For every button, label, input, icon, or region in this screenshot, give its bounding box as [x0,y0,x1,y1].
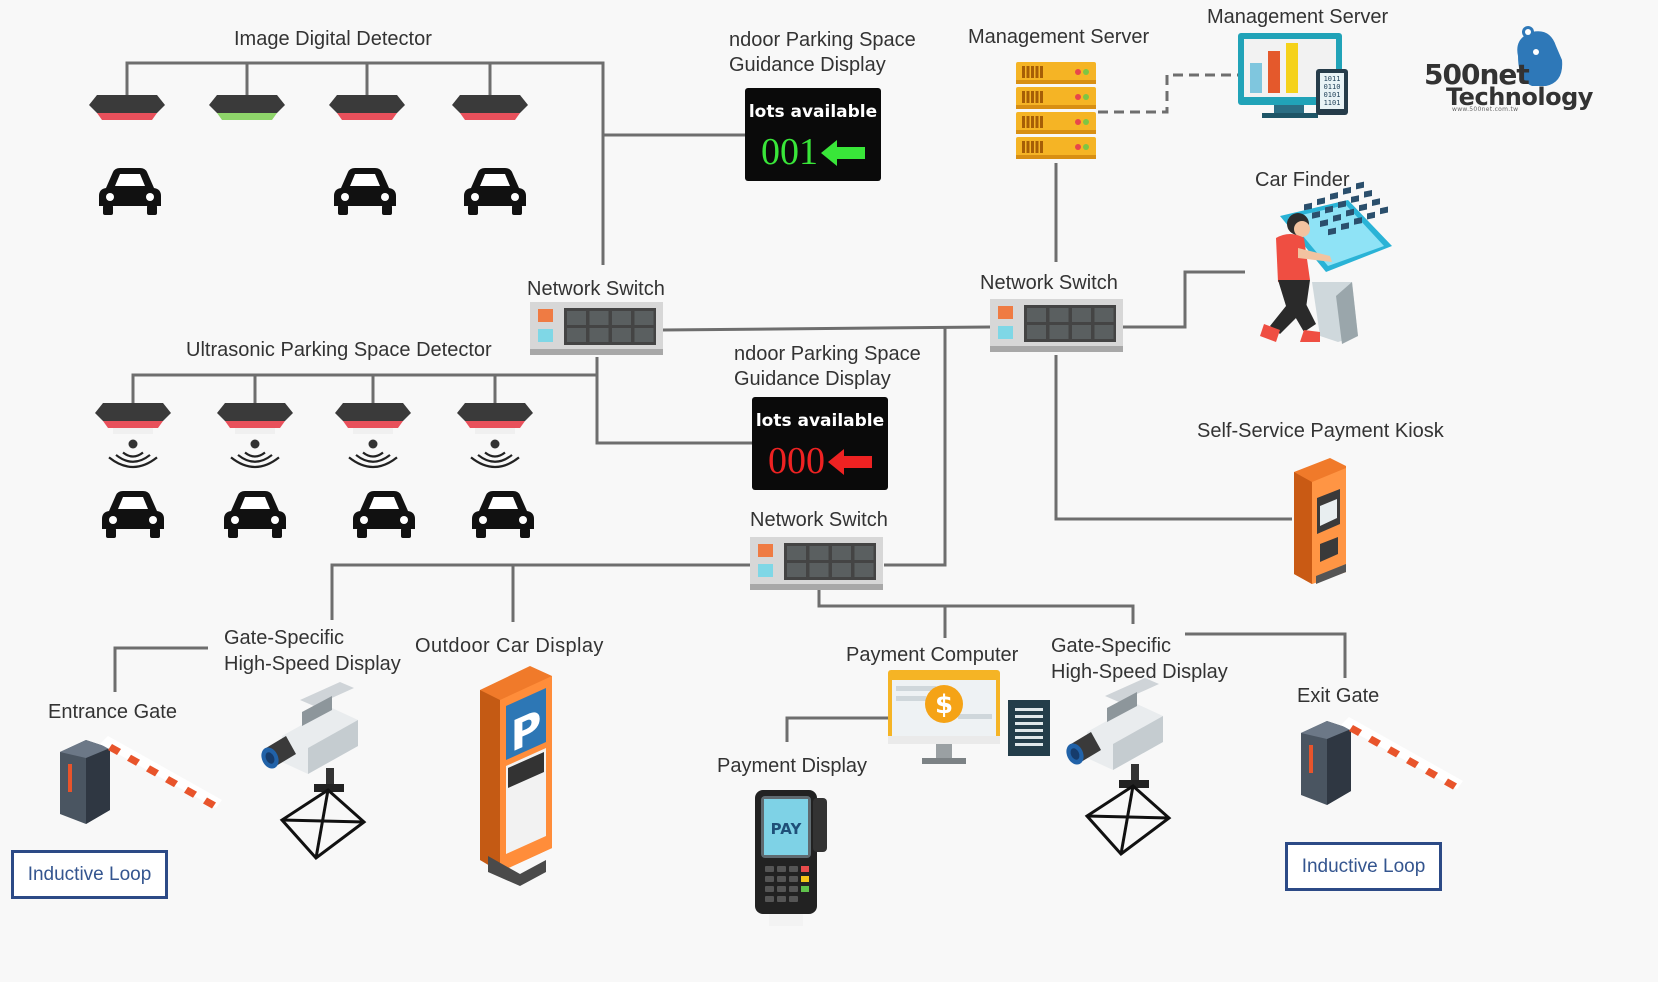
logo-mascot-icon [1517,26,1563,86]
image-detector-label: Image Digital Detector [234,28,432,50]
image-detector [89,95,165,120]
car-icon [353,491,415,538]
gate-camera-left-icon [261,682,367,861]
pay-text: PAY [771,820,803,838]
car-icon [472,491,534,538]
car-icon [334,168,396,215]
logo-url: www.500net.com.tw [1452,106,1519,113]
logo-sub: Technology [1446,83,1593,111]
management-server-1-label: Management Server [968,26,1150,48]
binary-text: 0110 [1324,83,1341,91]
indoor-guidance-display-upper: lots available 001 [745,88,881,181]
car-icon [102,491,164,538]
payment-handheld-icon: PAY [755,790,827,926]
exit-gate-label: Exit Gate [1297,685,1380,707]
payment-display-label: Payment Display [717,755,868,777]
car-icon [464,168,526,215]
logo-name: 500net [1424,58,1530,91]
network-switch-1-label: Network Switch [527,278,665,300]
dollar-sign-icon: $ [935,690,953,720]
payment-computer-label: Payment Computer [846,644,1019,666]
ultrasonic-detector [335,403,411,469]
entrance-gate-label: Entrance Gate [48,701,177,723]
ultrasonic-detector [95,403,171,469]
inductive-loop-right: Inductive Loop [1285,842,1442,891]
display-count: 001 [761,131,818,173]
gate-display-left-label-line1: Gate-Specific [224,627,345,649]
payment-kiosk-icon [1294,458,1346,584]
payment-kiosk-label: Self-Service Payment Kiosk [1197,420,1444,442]
indoor-display-1-label-line2: Guidance Display [729,54,886,76]
outdoor-car-display-icon: P [480,666,552,886]
gate-display-left-label-line2: High-Speed Display [224,653,401,675]
gate-camera-right-icon [1066,678,1172,857]
inductive-loop-left: Inductive Loop [11,850,168,899]
server-rack [1016,62,1096,159]
indoor-display-1-label-line1: ndoor Parking Space [729,29,916,51]
ultrasonic-detector [217,403,293,469]
display-heading: lots available [755,411,885,431]
network-switch-2 [990,299,1123,352]
image-detector [209,95,285,120]
image-detector [452,95,528,120]
outdoor-car-display-label: Outdoor Car Display [415,635,604,657]
arrow-left-icon [821,140,865,166]
network-switch-3-label: Network Switch [750,509,888,531]
indoor-guidance-display-lower: lots available 000 [752,397,888,490]
ultrasonic-detector-label: Ultrasonic Parking Space Detector [186,339,492,361]
image-detector [329,95,405,120]
car-icon [224,491,286,538]
arrow-left-icon [828,449,872,475]
exit-gate-icon [1301,717,1463,805]
ultrasonic-detector [457,403,533,469]
car-finder-kiosk-icon [1260,181,1392,344]
network-switch-3 [750,537,883,590]
network-switch-2-label: Network Switch [980,272,1118,294]
car-finder-label: Car Finder [1255,169,1350,191]
gate-display-right-label-line1: Gate-Specific [1051,635,1172,657]
binary-text: 1011 [1324,75,1341,83]
connection-lines [113,61,1347,742]
display-heading: lots available [748,102,878,122]
indoor-display-2-label-line2: Guidance Display [734,368,891,390]
gate-display-right-label-line2: High-Speed Display [1051,661,1228,683]
payment-computer-icon: $ [888,670,1050,764]
display-count: 000 [768,440,825,482]
network-switch-1 [530,302,663,355]
binary-text: 1101 [1324,99,1341,107]
management-server-2-label: Management Server [1207,6,1389,28]
entrance-gate-icon [60,736,222,824]
binary-text: 0101 [1324,91,1341,99]
indoor-display-2-label-line1: ndoor Parking Space [734,343,921,365]
car-icon [99,168,161,215]
